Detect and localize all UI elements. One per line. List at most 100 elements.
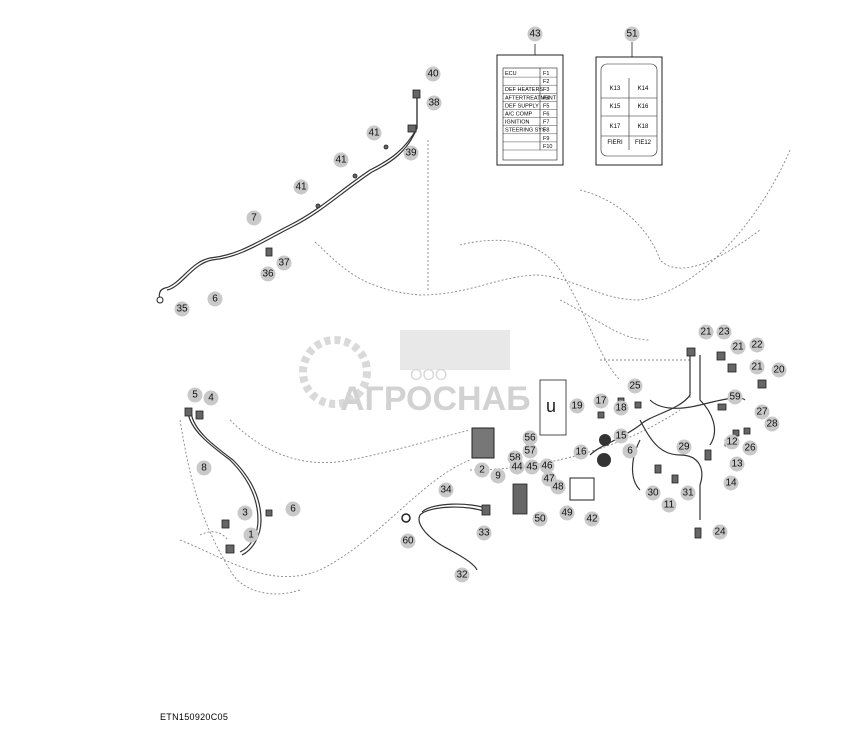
watermark-company-name: АГРОСНАБ xyxy=(340,380,531,418)
callout-bubble xyxy=(569,398,585,414)
callout-bubble xyxy=(425,66,441,82)
fuse-label: STEERING SYS xyxy=(505,128,546,134)
callout-1: 1 xyxy=(243,527,259,543)
relay-cell: FIERI xyxy=(607,140,623,146)
callout-46: 46 xyxy=(539,458,555,474)
callout-bubble xyxy=(749,337,765,353)
callout-20: 20 xyxy=(771,362,787,378)
callout-number: 4 xyxy=(208,393,214,404)
callout-23: 23 xyxy=(716,324,732,340)
fuse-label: ECU xyxy=(505,71,517,77)
callout-51: 51 xyxy=(624,26,640,42)
callout-number: 60 xyxy=(402,536,414,547)
callout-28: 28 xyxy=(764,416,780,432)
callout-bubble xyxy=(724,434,740,450)
callout-number: 2 xyxy=(479,465,485,476)
callout-bubble xyxy=(260,266,276,282)
right-harness: u xyxy=(471,347,767,539)
svg-text:u: u xyxy=(546,396,556,416)
callout-11: 11 xyxy=(661,497,677,513)
fuse-label: IGNITION xyxy=(505,120,529,126)
callout-number: 29 xyxy=(678,442,690,453)
callout-31: 31 xyxy=(680,485,696,501)
callout-number: 40 xyxy=(427,69,439,80)
figure-id: ETN150920C05 xyxy=(160,712,229,722)
fuse-id: F9 xyxy=(543,136,549,142)
callout-number: 13 xyxy=(731,459,743,470)
callout-number: 57 xyxy=(524,446,536,457)
callout-bubble xyxy=(203,390,219,406)
callout-17: 17 xyxy=(593,393,609,409)
callout-32: 32 xyxy=(454,567,470,583)
callout-2: 2 xyxy=(474,462,490,478)
callout-number: 41 xyxy=(368,128,380,139)
callout-bubble xyxy=(509,459,525,475)
callout-bubble xyxy=(490,468,506,484)
callout-21: 21 xyxy=(749,359,765,375)
callout-60: 60 xyxy=(400,533,416,549)
fuse-id: F7 xyxy=(543,120,549,126)
callout-number: 15 xyxy=(615,431,627,442)
callout-49: 49 xyxy=(559,505,575,521)
callout-44: 44 xyxy=(509,459,525,475)
callout-bubble xyxy=(584,511,600,527)
relay-cell: K17 xyxy=(610,124,621,130)
callout-16: 16 xyxy=(573,444,589,460)
fuse-id: F2 xyxy=(543,79,549,85)
relay-cell: K18 xyxy=(638,124,649,130)
callout-41: 41 xyxy=(293,179,309,195)
callout-19: 19 xyxy=(569,398,585,414)
callout-bubble xyxy=(764,416,780,432)
callout-number: 51 xyxy=(626,29,638,40)
callout-bubble xyxy=(559,505,575,521)
callout-number: 12 xyxy=(726,437,738,448)
callout-4: 4 xyxy=(203,390,219,406)
callout-bubble xyxy=(187,387,203,403)
fuse-label: AFTERTREATMENT xyxy=(505,95,557,101)
callout-number: 33 xyxy=(478,528,490,539)
callout-bubble xyxy=(246,210,262,226)
callout-number: 21 xyxy=(732,342,744,353)
callout-number: 31 xyxy=(682,488,694,499)
callout-number: 9 xyxy=(495,471,501,482)
callout-bubble xyxy=(716,324,732,340)
relay-cell: FIE12 xyxy=(635,140,652,146)
callout-number: 47 xyxy=(543,474,555,485)
callout-number: 19 xyxy=(571,401,583,412)
callout-bubble xyxy=(676,439,692,455)
callout-bubble xyxy=(727,389,743,405)
callout-number: 6 xyxy=(627,446,633,457)
callout-bubble xyxy=(627,378,643,394)
callout-bubble xyxy=(174,301,190,317)
callout-41: 41 xyxy=(366,125,382,141)
callout-41: 41 xyxy=(333,152,349,168)
callout-48: 48 xyxy=(550,479,566,495)
callout-number: 49 xyxy=(561,508,573,519)
callout-number: 21 xyxy=(700,327,712,338)
callout-35: 35 xyxy=(174,301,190,317)
callout-number: 30 xyxy=(647,488,659,499)
callout-bubble xyxy=(539,458,555,474)
fuse-label: DEF SUPPLY xyxy=(505,103,539,109)
callout-bubble xyxy=(276,255,292,271)
callout-number: 25 xyxy=(629,381,641,392)
callout-bubble xyxy=(749,359,765,375)
upper-left-harness xyxy=(156,89,421,304)
callout-number: 38 xyxy=(428,98,440,109)
callout-13: 13 xyxy=(729,456,745,472)
callout-34: 34 xyxy=(438,482,454,498)
callout-37: 37 xyxy=(276,255,292,271)
fuse-id: F8 xyxy=(543,128,549,134)
callout-7: 7 xyxy=(246,210,262,226)
callout-6: 6 xyxy=(207,291,223,307)
callout-bubble xyxy=(207,291,223,307)
callout-number: 34 xyxy=(440,485,452,496)
callout-29: 29 xyxy=(676,439,692,455)
fuse-id: F4 xyxy=(543,95,549,101)
callout-12: 12 xyxy=(724,434,740,450)
callout-bubble xyxy=(698,324,714,340)
relay-cell: K13 xyxy=(610,86,621,92)
callout-bubble xyxy=(742,440,758,456)
callout-50: 50 xyxy=(532,511,548,527)
